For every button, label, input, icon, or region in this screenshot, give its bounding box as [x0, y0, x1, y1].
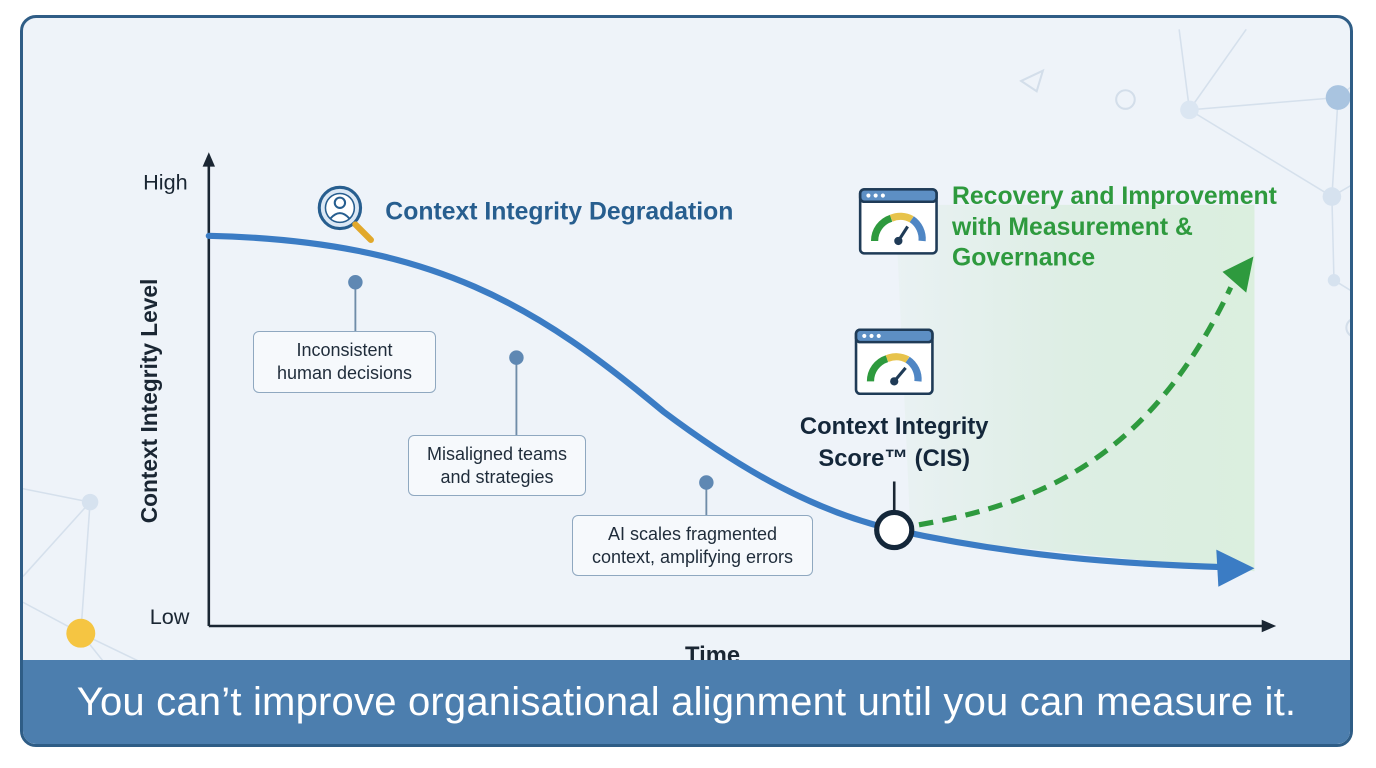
degradation-arrowhead — [1216, 549, 1255, 587]
infographic-card: High Low Context Integrity Level Time — [20, 15, 1353, 747]
cis-title-line1: Context Integrity — [800, 414, 989, 440]
recovery-title-line2: with Measurement & — [951, 214, 1193, 241]
recovery-title-line3: Governance — [952, 245, 1095, 272]
annotation-text: and strategies — [440, 466, 554, 487]
y-axis-low-label: Low — [150, 604, 190, 629]
diagram-canvas: High Low Context Integrity Level Time — [23, 28, 1350, 720]
recovery-highlight — [895, 204, 1255, 572]
annotation-text: context, amplifying errors — [591, 546, 794, 567]
recovery-title-line1: Recovery and Improvement — [952, 183, 1277, 210]
annotation-box-human-decisions: Inconsistent human decisions — [253, 331, 436, 393]
cis-marker — [874, 509, 915, 551]
y-axis-title: Context Integrity Level — [136, 279, 162, 524]
annotation-text: Misaligned teams — [426, 443, 568, 464]
recovery-arrowhead — [1222, 256, 1254, 293]
annotation-text: human decisions — [276, 363, 413, 383]
recovery-gauge-icon — [858, 188, 938, 255]
annotation-text: Inconsistent — [296, 340, 393, 360]
annotation-connectors — [348, 275, 896, 538]
recovery-curve — [918, 286, 1234, 528]
annotation-text: AI scales fragmented — [607, 523, 778, 544]
axes — [202, 152, 1277, 633]
y-axis-high-label: High — [143, 169, 188, 194]
banner-text: You can’t improve organisational alignme… — [76, 679, 1297, 724]
annotation-box-ai-fragmented: AI scales fragmented context, amplifying… — [572, 515, 813, 576]
cis-title-line2: Score™ (CIS) — [818, 446, 970, 472]
cis-gauge-icon — [854, 328, 934, 396]
person-magnifier-icon — [317, 185, 374, 244]
degradation-curve — [205, 232, 1229, 571]
message-banner: You can’t improve organisational alignme… — [23, 660, 1350, 744]
annotation-box-misaligned-teams: Misaligned teams and strategies — [408, 435, 586, 496]
degradation-title: Context Integrity Degradation — [385, 198, 733, 225]
